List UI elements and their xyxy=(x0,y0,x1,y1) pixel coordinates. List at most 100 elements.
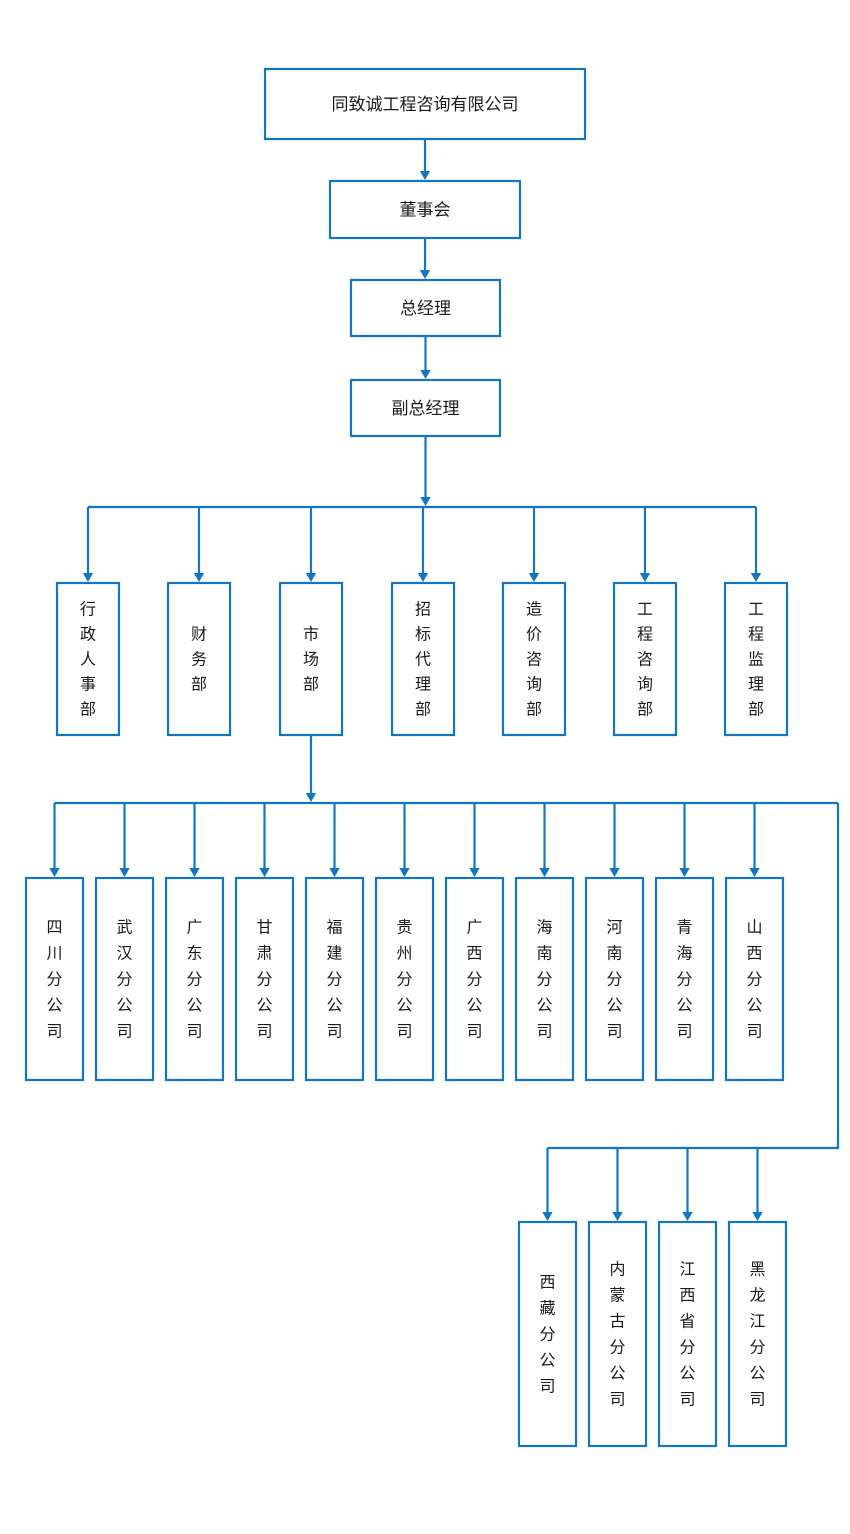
node-department-6-label: 工程监理部 xyxy=(748,600,764,719)
connector-layer xyxy=(49,139,840,1221)
node-branch-3[interactable]: 甘肃分公司 xyxy=(234,876,295,1082)
arrow-department-drop-4 xyxy=(528,573,540,582)
node-department-2[interactable]: 市场部 xyxy=(278,581,344,737)
node-branch-8-box xyxy=(584,876,645,1082)
arrow-department-drop-0 xyxy=(82,573,94,582)
node-branch2-1-label: 内蒙古分公司 xyxy=(609,1260,625,1409)
node-branch-5-box xyxy=(374,876,435,1082)
node-branch-4-box xyxy=(304,876,365,1082)
arrow-board-gm xyxy=(419,270,431,279)
node-branch2-1[interactable]: 内蒙古分公司 xyxy=(587,1220,648,1448)
arrow-branch-drop-6 xyxy=(469,868,480,877)
arrow-gm-dgm xyxy=(420,370,431,379)
node-branch2-3[interactable]: 黑龙江分公司 xyxy=(727,1220,788,1448)
node-branch-2-label: 广东分公司 xyxy=(186,918,202,1041)
node-department-4-label: 造价咨询部 xyxy=(526,600,542,719)
node-department-5-label: 工程咨询部 xyxy=(637,600,653,719)
arrow-branch-drop-2 xyxy=(189,868,200,877)
node-branch-4-label: 福建分公司 xyxy=(326,918,342,1041)
node-branch2-2-box xyxy=(657,1220,718,1448)
node-branch-6-box xyxy=(444,876,505,1082)
node-branch-0[interactable]: 四川分公司 xyxy=(24,876,85,1082)
arrow-branch-drop-5 xyxy=(399,868,410,877)
arrow-branch2-drop-2 xyxy=(682,1212,693,1221)
node-branch-3-box xyxy=(234,876,295,1082)
node-branch-6-label: 广西分公司 xyxy=(466,918,482,1041)
arrow-branch2-drop-0 xyxy=(542,1212,553,1221)
node-department-4[interactable]: 造价咨询部 xyxy=(501,581,567,737)
node-department-0-label: 行政人事部 xyxy=(80,600,96,719)
node-department-2-label: 市场部 xyxy=(303,625,319,694)
arrow-department-drop-1 xyxy=(193,573,205,582)
arrow-market-branch-bus xyxy=(305,793,317,802)
node-department-1[interactable]: 财务部 xyxy=(166,581,232,737)
node-department-4-box xyxy=(501,581,567,737)
node-branch-0-label: 四川分公司 xyxy=(46,918,62,1041)
node-branch-10-box xyxy=(724,876,785,1082)
node-company[interactable]: 同致诚工程咨询有限公司 xyxy=(263,67,587,141)
arrow-branch-drop-8 xyxy=(609,868,620,877)
arrow-branch2-drop-3 xyxy=(752,1212,763,1221)
node-board-label: 董事会 xyxy=(400,201,451,221)
node-deputy-general-manager-label: 副总经理 xyxy=(392,399,460,419)
node-board-box xyxy=(328,179,522,240)
node-department-5[interactable]: 工程咨询部 xyxy=(612,581,678,737)
node-branch-10[interactable]: 山西分公司 xyxy=(724,876,785,1082)
connector-branch-row2-riser xyxy=(547,803,840,1150)
node-branch-1[interactable]: 武汉分公司 xyxy=(94,876,155,1082)
arrow-branch-drop-9 xyxy=(679,868,690,877)
node-department-6[interactable]: 工程监理部 xyxy=(723,581,789,737)
arrow-company-board xyxy=(419,171,431,180)
node-general-manager[interactable]: 总经理 xyxy=(349,278,502,338)
node-company-box xyxy=(263,67,587,141)
node-branch-7[interactable]: 海南分公司 xyxy=(514,876,575,1082)
node-branch-3-label: 甘肃分公司 xyxy=(256,918,272,1041)
arrow-branch-drop-7 xyxy=(539,868,550,877)
node-branch-1-box xyxy=(94,876,155,1082)
arrow-branch-drop-1 xyxy=(119,868,130,877)
node-deputy-general-manager[interactable]: 副总经理 xyxy=(349,378,502,438)
node-branch2-0-box xyxy=(517,1220,578,1448)
node-branch-9-label: 青海分公司 xyxy=(676,918,692,1041)
node-branch-1-label: 武汉分公司 xyxy=(116,918,132,1041)
node-department-3-label: 招标代理部 xyxy=(415,600,431,719)
node-company-label: 同致诚工程咨询有限公司 xyxy=(332,95,519,115)
node-branch2-1-box xyxy=(587,1220,648,1448)
arrow-branch-drop-0 xyxy=(49,868,60,877)
node-branch2-0[interactable]: 西藏分公司 xyxy=(517,1220,578,1448)
arrow-department-drop-5 xyxy=(639,573,651,582)
node-branch-9-box xyxy=(654,876,715,1082)
node-branch-0-box xyxy=(24,876,85,1082)
node-branch-9[interactable]: 青海分公司 xyxy=(654,876,715,1082)
node-branch-7-label: 海南分公司 xyxy=(536,918,552,1041)
node-department-1-label: 财务部 xyxy=(191,625,207,694)
node-department-0-box xyxy=(55,581,121,737)
arrow-branch-drop-3 xyxy=(259,868,270,877)
arrow-department-drop-3 xyxy=(417,573,429,582)
arrow-dgm-dept-bus xyxy=(420,497,431,506)
node-branch-8-label: 河南分公司 xyxy=(606,918,622,1041)
node-branch-7-box xyxy=(514,876,575,1082)
node-branch-6[interactable]: 广西分公司 xyxy=(444,876,505,1082)
node-department-5-box xyxy=(612,581,678,737)
node-general-manager-box xyxy=(349,278,502,338)
node-department-0[interactable]: 行政人事部 xyxy=(55,581,121,737)
node-general-manager-label: 总经理 xyxy=(400,299,451,319)
arrow-branch2-drop-1 xyxy=(612,1212,623,1221)
node-branch-5[interactable]: 贵州分公司 xyxy=(374,876,435,1082)
node-department-3-box xyxy=(390,581,456,737)
node-branch-2[interactable]: 广东分公司 xyxy=(164,876,225,1082)
node-branch-5-label: 贵州分公司 xyxy=(396,918,412,1041)
node-branch2-0-label: 西藏分公司 xyxy=(539,1273,555,1396)
node-branch-8[interactable]: 河南分公司 xyxy=(584,876,645,1082)
node-branch-10-label: 山西分公司 xyxy=(746,918,762,1041)
node-department-1-box xyxy=(166,581,232,737)
node-branch-4[interactable]: 福建分公司 xyxy=(304,876,365,1082)
node-board[interactable]: 董事会 xyxy=(328,179,522,240)
arrow-department-drop-2 xyxy=(305,573,317,582)
node-department-3[interactable]: 招标代理部 xyxy=(390,581,456,737)
node-branch2-2[interactable]: 江西省分公司 xyxy=(657,1220,718,1448)
